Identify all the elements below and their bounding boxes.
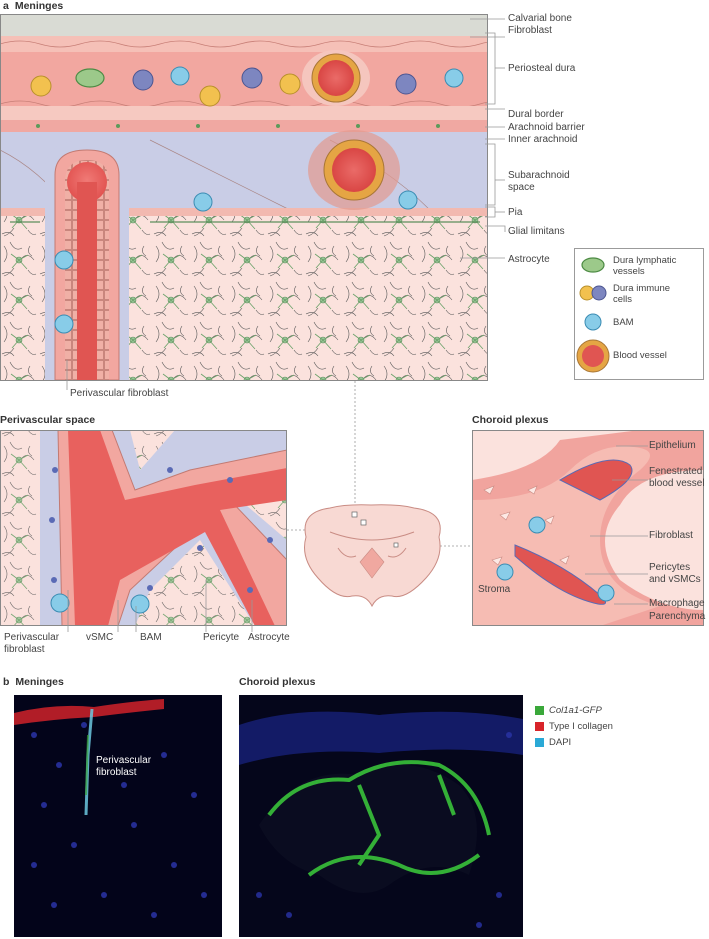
- label-pericytes-vsmcs: Pericytes and vSMCs: [649, 562, 701, 585]
- legend-immune-text: Dura immune cells: [613, 283, 671, 305]
- label-astrocyte: Astrocyte: [508, 254, 550, 265]
- label-pia: Pia: [508, 207, 523, 218]
- legend-immune: Dura immune cells: [613, 283, 673, 305]
- label-dural-border: Dural border: [508, 109, 564, 120]
- arachnoid-barrier: [0, 120, 487, 132]
- label-stroma: Stroma: [478, 584, 511, 595]
- choroid-plexus-illustration: [472, 430, 704, 626]
- panel-a-title: a Meninges: [3, 0, 63, 12]
- swatch-collagen: [535, 721, 544, 731]
- swatch-dapi: [535, 737, 544, 747]
- calvarial-bone: [0, 14, 487, 36]
- legend-bam: BAM: [613, 317, 634, 328]
- panel-a-letter: a: [3, 0, 9, 12]
- dura-immune-cells: [30, 67, 417, 107]
- legend-col1a1-text: Col1a1-GFP: [549, 705, 602, 716]
- legend-collagen-text: Type I collagen: [549, 721, 613, 732]
- label-calvarial-bone: Calvarial bone: [508, 13, 572, 24]
- choroid-plexus-title: Choroid plexus: [472, 414, 549, 426]
- label-pv-astrocyte: Astrocyte: [248, 632, 290, 643]
- label-arachnoid-barrier: Arachnoid barrier: [508, 122, 585, 133]
- cell-legend: Dura lymphatic vessels Dura immune cells…: [574, 248, 704, 380]
- panel-b-letter: b: [3, 676, 10, 688]
- pv-leader-lines: [67, 580, 253, 632]
- immune-cell-blue-icon: [591, 285, 607, 301]
- legend-dapi-text: DAPI: [549, 737, 572, 748]
- legend-type1-collagen: Type I collagen: [535, 721, 613, 733]
- label-pv-bam: BAM: [140, 632, 162, 643]
- meninges-micrograph: Perivascular fibroblast: [14, 695, 222, 937]
- meninges-title: Meninges: [14, 0, 64, 12]
- label-epithelium: Epithelium: [649, 440, 696, 451]
- legend-dapi: DAPI: [535, 737, 571, 749]
- legend-lymphatic-text: Dura lymphatic vessels: [613, 255, 677, 277]
- lymphatic-icon: [581, 257, 605, 273]
- legend-vessel: Blood vessel: [613, 350, 667, 361]
- panel-b-meninges-title: Meninges: [15, 676, 64, 688]
- label-fibroblast: Fibroblast: [508, 25, 552, 36]
- choroid-micrograph-art: [239, 711, 523, 928]
- micrograph-annotation: Perivascular fibroblast: [96, 755, 152, 778]
- label-parenchyma: Parenchyma: [649, 611, 706, 622]
- label-fenestrated-vessel: Fenestrated blood vessel: [649, 466, 705, 489]
- label-subarachnoid-space: Subarachnoid space: [508, 170, 570, 193]
- label-periosteal-dura: Periosteal dura: [508, 63, 576, 74]
- label-cp-fibroblast: Fibroblast: [649, 530, 693, 541]
- legend-lymphatic: Dura lymphatic vessels: [613, 255, 699, 277]
- bam-cells: [54, 66, 464, 334]
- label-glial-limitans: Glial limitans: [508, 226, 565, 237]
- label-vsmc: vSMC: [86, 632, 114, 643]
- layer-leader-lines: [460, 18, 506, 259]
- label-pv-fibroblast: Perivascular fibroblast: [4, 632, 60, 655]
- panel-b-title: b Meninges: [3, 676, 64, 688]
- bam-icon: [584, 313, 602, 331]
- label-perivascular-fibroblast-top: Perivascular fibroblast: [70, 388, 169, 399]
- perivascular-space-title: Perivascular space: [0, 414, 96, 426]
- swatch-col1a1: [535, 705, 544, 715]
- brain-section: [304, 504, 441, 608]
- dura-blood-vessel: [302, 50, 370, 106]
- legend-col1a1: Col1a1-GFP: [535, 705, 602, 717]
- choroid-leader-lines: [585, 445, 648, 605]
- meninges-illustration: [0, 14, 487, 380]
- subarachnoid-blood-vessel: [308, 130, 400, 210]
- perivascular-illustration: [0, 430, 287, 626]
- label-pericyte: Pericyte: [203, 632, 240, 643]
- legend-icons: [576, 257, 610, 373]
- label-macrophage: Macrophage: [649, 598, 705, 609]
- lymphatic-vessel-icon: [75, 68, 105, 88]
- panel-b-choroid-title: Choroid plexus: [239, 676, 316, 688]
- choroid-micrograph: [239, 695, 523, 937]
- meninges-micrograph-art: [14, 699, 207, 918]
- label-inner-arachnoid: Inner arachnoid: [508, 134, 578, 145]
